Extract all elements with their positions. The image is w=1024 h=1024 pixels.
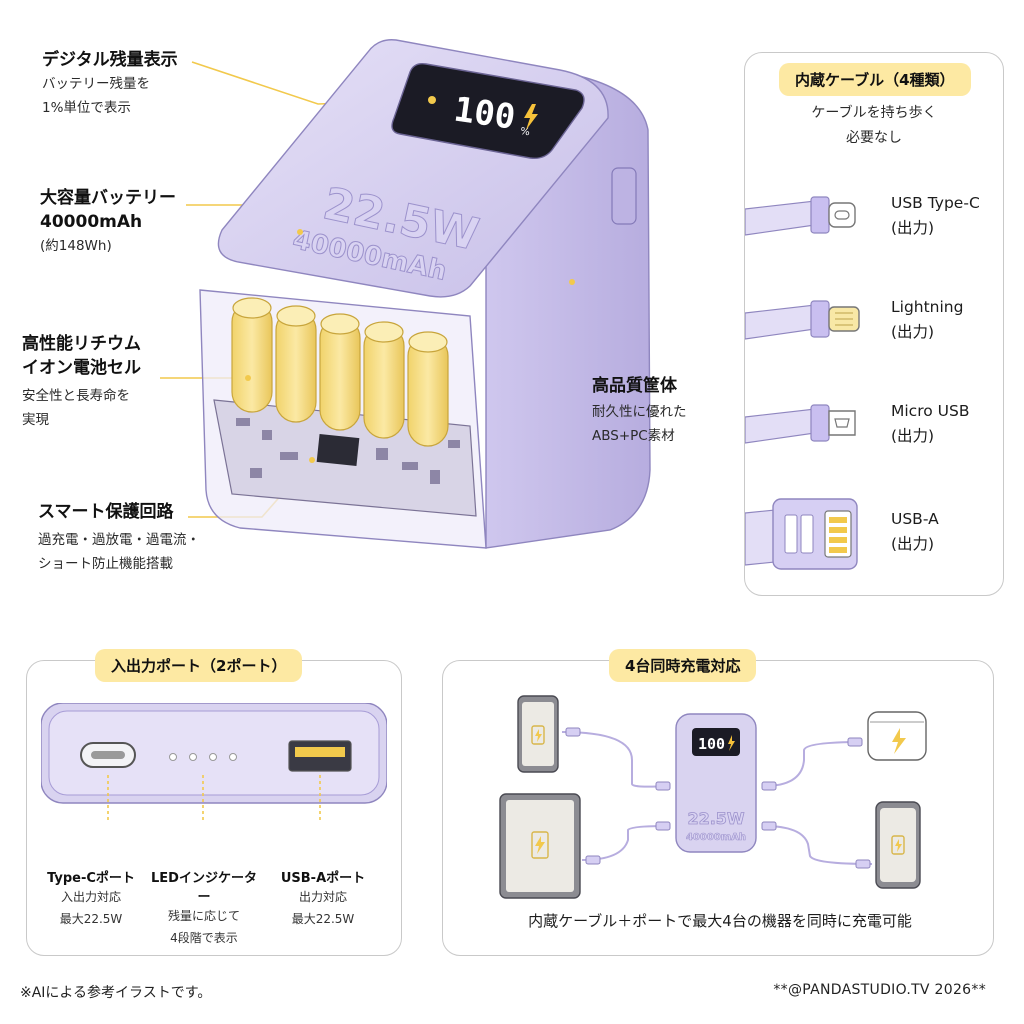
smartphone-icon <box>517 695 559 773</box>
charging-illustration: 100 22.5W 40000mAh <box>499 695 927 899</box>
mini-display-value: 100 <box>698 735 725 753</box>
power-bank-illustration: 100 % 22.5W 40000mAh <box>160 39 651 549</box>
cables-panel-title: 内蔵ケーブル（4種類） <box>779 63 971 96</box>
ports-panel: 入出力ポート（2ポート） Type-Cポート 入出力対応 最大22.5W LED… <box>26 649 402 956</box>
ports-panel-title: 入出力ポート（2ポート） <box>95 649 303 682</box>
cables-panel-subtitle: ケーブルを持ち歩く 必要なし <box>811 105 937 146</box>
earbuds-case-icon <box>867 711 927 761</box>
bolt-icon <box>524 104 538 130</box>
cables-panel: 内蔵ケーブル（4種類） ケーブルを持ち歩く 必要なし USB Type-C (出… <box>744 52 1004 596</box>
feature-cells: 高性能リチウム イオン電池セル 安全性と長寿命を 実現 <box>22 334 141 428</box>
port-type-c: Type-Cポート 入出力対応 最大22.5W <box>47 871 135 926</box>
feature-display: デジタル残量表示 バッテリー残量を 1%単位で表示 <box>42 50 178 116</box>
ai-illustration-note: ※AIによる参考イラストです。 <box>20 985 212 1001</box>
lightning-cable-icon <box>745 300 860 340</box>
cable-lightning: Lightning (出力) <box>745 277 1003 367</box>
usb-a-cable-icon <box>745 498 858 570</box>
charging-panel-title: 4台同時充電対応 <box>609 649 757 682</box>
mini-capacity: 40000mAh <box>686 832 746 843</box>
side-button <box>611 167 637 225</box>
led-dot-3 <box>209 753 217 761</box>
led-dot-4 <box>229 753 237 761</box>
led-dot-2 <box>189 753 197 761</box>
mini-power-bank: 100 22.5W 40000mAh <box>675 713 757 853</box>
display-value: 100 <box>451 90 517 138</box>
credit: **@PANDASTUDIO.TV 2026** <box>773 982 986 998</box>
display-dot <box>428 96 436 104</box>
usb-c-cable-icon <box>745 196 856 236</box>
charging-cables <box>561 731 873 865</box>
feature-housing: 高品質筐体 耐久性に優れた ABS+PC素材 <box>592 376 687 444</box>
mini-wattage: 22.5W <box>687 809 744 828</box>
cable-plugs <box>565 727 871 869</box>
cable-micro-usb: Micro USB (出力) <box>745 381 1003 471</box>
cable-usb-a: USB-A (出力) <box>745 485 1003 575</box>
display-unit: % <box>520 126 531 138</box>
ports-illustration <box>41 703 387 823</box>
mini-bolt-icon <box>728 735 735 751</box>
smartphone-right-icon <box>875 801 921 889</box>
port-led-indicator: LEDインジケーター 残量に応じて 4段階で表示 <box>151 871 257 945</box>
circuit-components <box>236 418 460 484</box>
micro-usb-cable-icon <box>745 404 856 444</box>
battery-cells <box>231 297 449 447</box>
feature-capacity: 大容量バッテリー 40000mAh (約148Wh) <box>40 188 176 254</box>
led-dot-1 <box>169 753 177 761</box>
tablet-icon <box>499 793 581 899</box>
feature-protection: スマート保護回路 過充電・過放電・過電流・ ショート防止機能搭載 <box>38 502 200 572</box>
protection-chip <box>316 433 360 467</box>
display-window <box>391 62 585 160</box>
cable-usb-c: USB Type-C (出力) <box>745 173 1003 263</box>
port-usb-a: USB-Aポート 出力対応 最大22.5W <box>280 871 366 926</box>
charging-caption: 内蔵ケーブル＋ポートで最大4台の機器を同時に充電可能 <box>528 912 912 930</box>
